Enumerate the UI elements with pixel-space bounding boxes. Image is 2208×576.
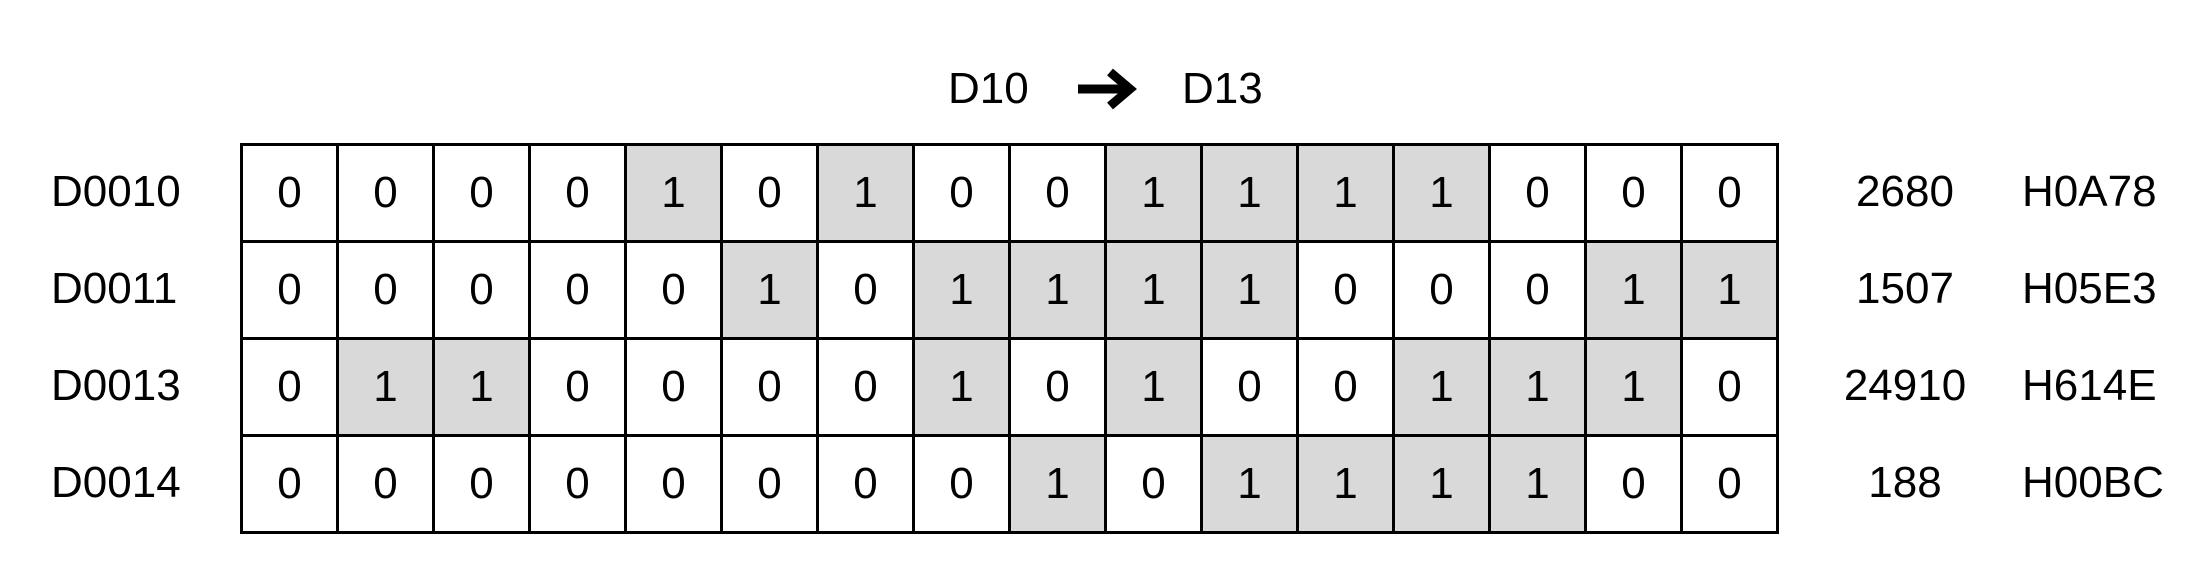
destination-register-label: D13	[1182, 64, 1263, 113]
bit-cell: 0	[816, 240, 915, 340]
register-label: D0010	[51, 167, 181, 216]
bit-cell: 1	[1488, 434, 1587, 534]
bit-cell: 0	[1104, 434, 1203, 534]
bit-cell: 1	[816, 143, 915, 243]
bit-cell: 0	[816, 434, 915, 534]
bit-cell: 0	[240, 434, 339, 534]
bit-cell: 0	[1584, 434, 1683, 534]
bit-cell: 1	[912, 337, 1011, 437]
bit-cell: 0	[432, 143, 531, 243]
bit-cell: 1	[1392, 337, 1491, 437]
bit-cell: 0	[1584, 143, 1683, 243]
bit-cell: 0	[816, 337, 915, 437]
bit-cell: 0	[720, 143, 819, 243]
bit-cell: 0	[240, 337, 339, 437]
bit-cell: 0	[336, 240, 435, 340]
bit-cell: 0	[528, 434, 627, 534]
bit-cell: 1	[1200, 240, 1299, 340]
bit-cell: 0	[1296, 240, 1395, 340]
bit-cell: 0	[528, 143, 627, 243]
bit-cell: 0	[912, 434, 1011, 534]
bit-cell: 1	[1392, 434, 1491, 534]
bit-cell: 0	[720, 337, 819, 437]
bit-cell: 0	[1488, 240, 1587, 340]
bit-cell: 0	[1296, 337, 1395, 437]
source-register-label: D10	[948, 64, 1029, 113]
bit-cell: 1	[1104, 240, 1203, 340]
hex-value: H0A78	[2022, 167, 2157, 216]
bit-cell: 1	[720, 240, 819, 340]
bit-cell: 1	[1296, 143, 1395, 243]
bit-cell: 0	[432, 240, 531, 340]
bit-cell: 1	[1584, 337, 1683, 437]
bit-cell: 1	[1200, 434, 1299, 534]
bit-cell: 1	[1104, 143, 1203, 243]
bit-cell: 0	[624, 240, 723, 340]
bit-cell: 0	[1200, 337, 1299, 437]
bit-cell: 1	[912, 240, 1011, 340]
bit-cell: 0	[624, 337, 723, 437]
bit-cell: 0	[1680, 434, 1779, 534]
bit-cell: 0	[1392, 240, 1491, 340]
bit-cell: 0	[624, 434, 723, 534]
decimal-value: 2680	[1856, 167, 1954, 216]
decimal-value: 24910	[1843, 361, 1967, 410]
bit-cell: 0	[1680, 143, 1779, 243]
bit-cell: 0	[240, 143, 339, 243]
decimal-value: 188	[1868, 458, 1942, 507]
bit-cell: 1	[1296, 434, 1395, 534]
register-label: D0013	[51, 361, 181, 410]
bit-cell: 1	[624, 143, 723, 243]
decimal-value: 1507	[1856, 264, 1954, 313]
bit-cell: 0	[912, 143, 1011, 243]
bit-cell: 0	[336, 434, 435, 534]
hex-value: H00BC	[2022, 458, 2164, 507]
bit-cell: 1	[1680, 240, 1779, 340]
bit-cell: 1	[1008, 240, 1107, 340]
bit-cell: 0	[240, 240, 339, 340]
bit-cell: 0	[528, 240, 627, 340]
bit-cell: 0	[1008, 337, 1107, 437]
bit-cell: 0	[1008, 143, 1107, 243]
bit-cell: 1	[1200, 143, 1299, 243]
bit-cell: 0	[720, 434, 819, 534]
right-arrow-icon	[1078, 68, 1137, 110]
bit-cell: 0	[528, 337, 627, 437]
hex-value: H05E3	[2022, 264, 2157, 313]
bit-cell: 1	[336, 337, 435, 437]
bit-cell: 1	[1104, 337, 1203, 437]
register-label: D0011	[51, 264, 178, 313]
bit-cell: 0	[336, 143, 435, 243]
bit-cell: 0	[432, 434, 531, 534]
bit-cell: 1	[1488, 337, 1587, 437]
bit-cell: 0	[1680, 337, 1779, 437]
bit-cell: 1	[432, 337, 531, 437]
bit-cell: 0	[1488, 143, 1587, 243]
register-label: D0014	[51, 458, 181, 507]
hex-value: H614E	[2022, 361, 2157, 410]
bit-cell: 1	[1392, 143, 1491, 243]
bit-cell: 1	[1584, 240, 1683, 340]
bit-cell: 1	[1008, 434, 1107, 534]
